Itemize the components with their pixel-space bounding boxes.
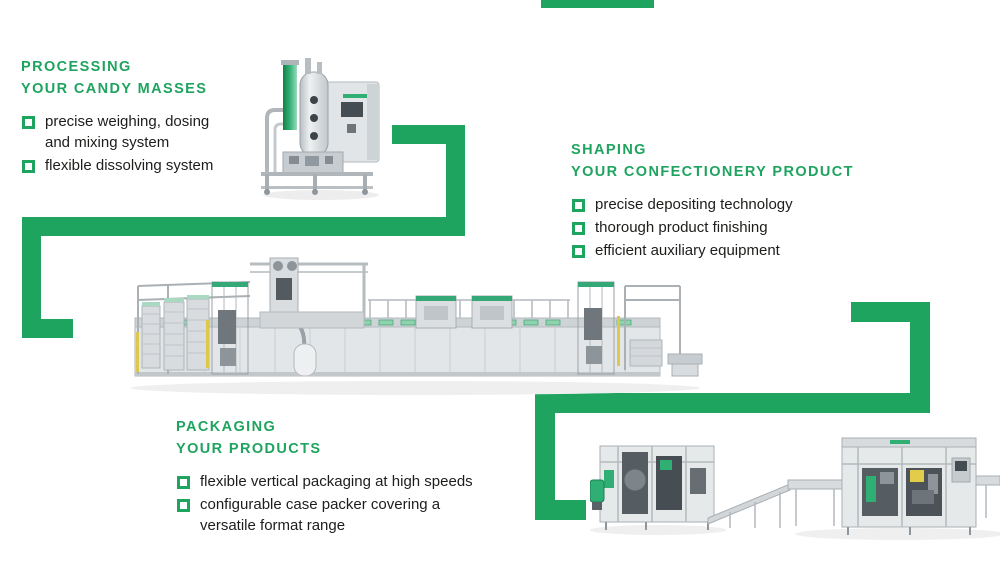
packaging-bullets: flexible vertical packaging at high spee… <box>176 471 506 536</box>
processing-machine-image <box>253 52 386 202</box>
packaging-title: PACKAGING YOUR PRODUCTS <box>176 416 506 460</box>
bullet-item: flexible vertical packaging at high spee… <box>176 471 506 492</box>
bullet-text: flexible vertical packaging at high spee… <box>200 473 473 490</box>
connector-segment <box>22 319 73 338</box>
bullet-text: thorough product finishing <box>595 219 768 236</box>
top-accent-bar <box>541 0 654 8</box>
processing-title: PROCESSING YOUR CANDY MASSES <box>21 56 266 100</box>
packaging-title-line2: YOUR PRODUCTS <box>176 441 322 457</box>
bullet-text: configurable case packer covering a vers… <box>200 496 441 534</box>
dissolving-system-illustration <box>261 58 380 200</box>
bullet-square-icon <box>572 245 585 258</box>
connector-segment <box>535 393 555 520</box>
bullet-text: flexible dissolving system <box>45 157 214 174</box>
shaping-title-line1: SHAPING <box>571 142 647 158</box>
packaging-title-line1: PACKAGING <box>176 419 277 435</box>
connector-segment <box>446 125 465 236</box>
bullet-item: configurable case packer covering a vers… <box>176 494 506 536</box>
processing-section: PROCESSING YOUR CANDY MASSES precise wei… <box>21 56 266 178</box>
processing-bullets: precise weighing, dosing and mixing syst… <box>21 111 266 176</box>
connector-segment <box>910 302 930 413</box>
bullet-text: precise depositing technology <box>595 196 793 213</box>
bullet-square-icon <box>572 199 585 212</box>
bullet-square-icon <box>177 499 190 512</box>
shaping-bullets: precise depositing technology thorough p… <box>571 194 901 261</box>
bullet-item: precise depositing technology <box>571 194 901 215</box>
depositing-line-illustration <box>130 257 703 395</box>
connector-segment <box>535 393 930 413</box>
bullet-square-icon <box>572 222 585 235</box>
bullet-text: efficient auxiliary equipment <box>595 242 780 259</box>
shaping-title-line2: YOUR CONFECTIONERY PRODUCT <box>571 164 854 180</box>
bullet-square-icon <box>177 476 190 489</box>
bullet-square-icon <box>22 160 35 173</box>
processing-title-line2: YOUR CANDY MASSES <box>21 81 208 97</box>
bullet-item: thorough product finishing <box>571 217 901 238</box>
processing-title-line1: PROCESSING <box>21 59 132 75</box>
packaging-line-illustration <box>590 437 1000 540</box>
bullet-item: precise weighing, dosing and mixing syst… <box>21 111 266 153</box>
bullet-text: precise weighing, dosing and mixing syst… <box>45 113 210 151</box>
bullet-item: flexible dissolving system <box>21 155 266 176</box>
packaging-machines-image <box>590 418 1000 553</box>
bullet-square-icon <box>22 116 35 129</box>
bullet-item: efficient auxiliary equipment <box>571 240 901 261</box>
production-line-image <box>120 252 720 402</box>
connector-segment <box>535 500 586 520</box>
shaping-title: SHAPING YOUR CONFECTIONERY PRODUCT <box>571 139 901 183</box>
shaping-section: SHAPING YOUR CONFECTIONERY PRODUCT preci… <box>571 139 901 263</box>
connector-segment <box>22 217 465 236</box>
connector-segment <box>22 217 41 338</box>
packaging-section: PACKAGING YOUR PRODUCTS flexible vertica… <box>176 416 506 538</box>
